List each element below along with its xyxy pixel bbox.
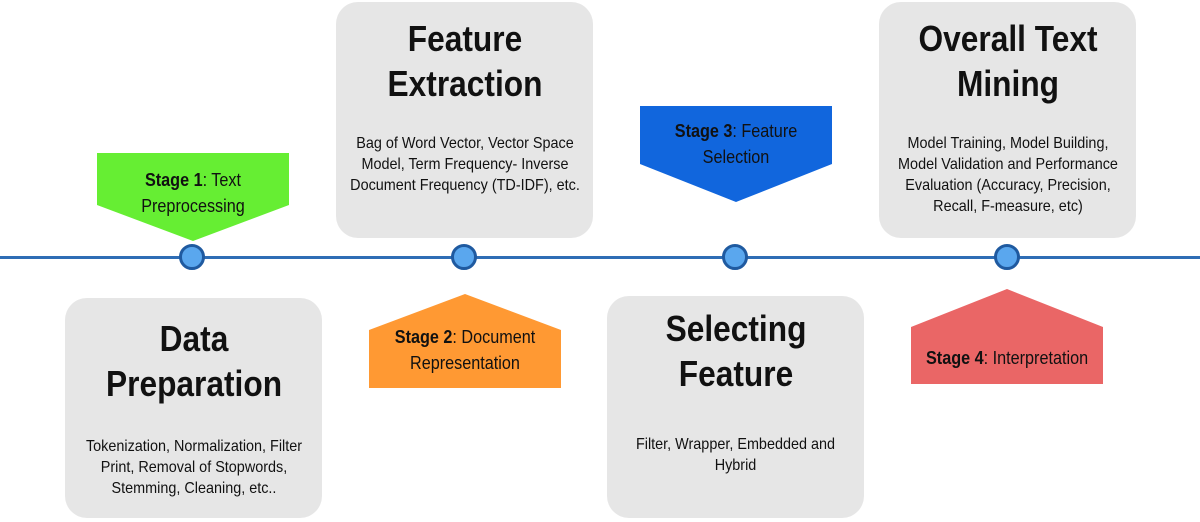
stage-4-text: : Interpretation [983,348,1089,368]
stage-1-text: : Text Preprocessing [141,170,245,216]
overall-text-mining-card: Overall Text Mining Model Training, Mode… [879,2,1136,238]
stage-4-name: Stage 4 [925,348,984,368]
stage-1-name: Stage 1 [144,170,203,190]
data-preparation-card: Data Preparation Tokenization, Normaliza… [65,298,322,518]
feature-extraction-description: Bag of Word Vector, Vector Space Model, … [349,135,580,194]
stage-2-label: Stage 2: Document Representation [369,322,561,378]
data-preparation-title: Data Preparation [105,318,282,404]
stage-1-label: Stage 1: Text Preprocessing [97,165,289,221]
selecting-feature-title: Selecting Feature [665,308,806,394]
stage-4-shape [911,289,1103,384]
data-preparation-description: Tokenization, Normalization, Filter Prin… [85,438,302,497]
feature-extraction-card: Feature Extraction Bag of Word Vector, V… [336,2,593,238]
selecting-feature-description: Filter, Wrapper, Embedded and Hybrid [635,436,836,474]
stage-2-shape [369,294,561,388]
timeline-node-3 [722,244,748,270]
stage-1-shape [97,153,289,241]
feature-extraction-title: Feature Extraction [387,18,542,104]
timeline-node-2 [451,244,477,270]
overall-text-mining-description: Model Training, Model Building, Model Va… [897,135,1118,215]
stage-2-text: : Document Representation [410,327,536,373]
selecting-feature-card: Selecting Feature Filter, Wrapper, Embed… [607,296,864,518]
stage-3-shape [640,106,832,202]
timeline-node-1 [179,244,205,270]
timeline-node-4 [994,244,1020,270]
stage-2-name: Stage 2 [394,327,453,347]
stage-3-label: Stage 3: Feature Selection [640,116,832,172]
stage-3-text: : Feature Selection [702,121,798,167]
overall-text-mining-title: Overall Text Mining [917,18,1098,104]
stage-4-label: Stage 4: Interpretation [911,332,1103,384]
stage-3-name: Stage 3 [674,121,733,141]
timeline-line [0,256,1200,259]
